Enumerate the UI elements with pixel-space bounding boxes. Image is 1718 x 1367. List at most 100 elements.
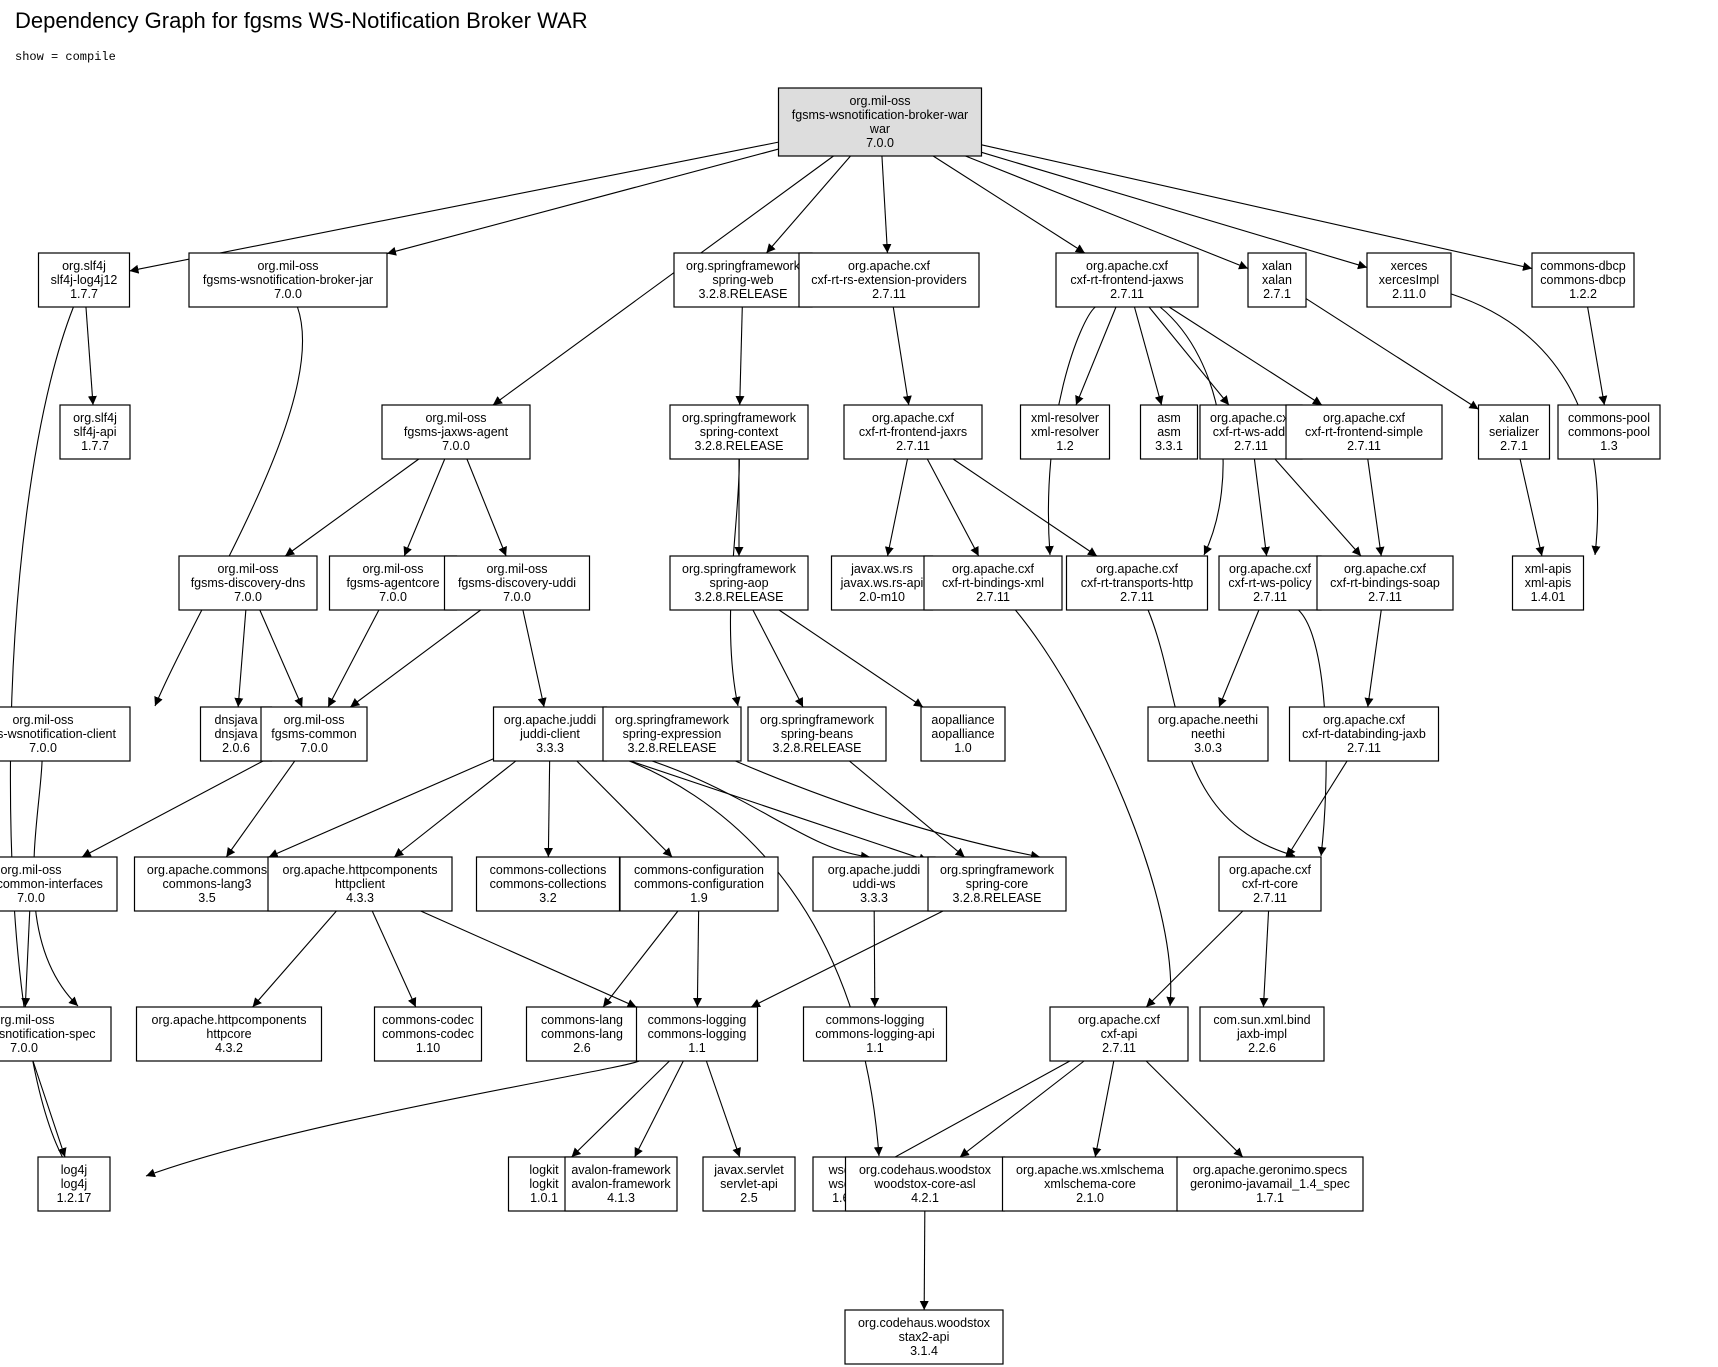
node-cxf-simple: org.apache.cxfcxf-rt-frontend-simple2.7.…: [1285, 404, 1443, 460]
edge-cxf-jaxb-to-cxf-core: [1286, 760, 1348, 858]
node-label-line: xml-resolver: [1031, 425, 1099, 439]
node-label-line: 4.3.2: [215, 1041, 243, 1055]
node-label-line: 2.7.11: [1368, 590, 1402, 604]
node-label-line: fgsms-jaxws-agent: [404, 425, 509, 439]
node-label-line: xml-resolver: [1031, 411, 1099, 425]
node-box: [1001, 1156, 1179, 1212]
node-label-line: aopalliance: [931, 713, 994, 727]
node-label-line: org.apache.cxf: [1086, 259, 1169, 273]
node-label-line: 2.7.11: [872, 287, 906, 301]
node-box: [328, 555, 458, 611]
node-box: [747, 706, 887, 762]
node-box: [1199, 1006, 1325, 1062]
node-label-line: 2.7.1: [1500, 439, 1528, 453]
node-label-line: 7.0.0: [29, 741, 57, 755]
edge-configuration-to-logging: [692, 910, 702, 1008]
node-label-line: fgsms-agentcore: [346, 576, 439, 590]
node-label-line: org.codehaus.woodstox: [858, 1316, 991, 1330]
edge-cxf-core-to-jaxb-impl: [1259, 910, 1270, 1008]
edge-xalan-to-serializer: [1305, 298, 1479, 410]
edge-root-to-dbcp: [981, 144, 1533, 271]
edge-dbcp-to-pool: [1587, 306, 1608, 406]
node-label-line: 2.2.6: [1248, 1041, 1276, 1055]
node-box: [188, 252, 388, 308]
edge-cxf-jaxws-to-xml-resolver: [1075, 306, 1117, 406]
node-label-line: avalon-framework: [571, 1177, 671, 1191]
node-label-line: cxf-rt-frontend-jaxws: [1070, 273, 1183, 287]
edge-root-to-xerces: [981, 151, 1368, 270]
node-label-line: org.apache.cxf: [1344, 562, 1427, 576]
node-label-line: org.apache.cxf: [952, 562, 1035, 576]
node-box: [381, 404, 531, 460]
node-box: [702, 1156, 796, 1212]
node-broker-jar: org.mil-ossfgsms-wsnotification-broker-j…: [188, 252, 388, 308]
node-label-line: 3.5: [198, 891, 215, 905]
node-label-line: fgsms-discovery-uddi: [458, 576, 576, 590]
node-box: [1065, 555, 1209, 611]
edge-discovery-uddi-to-juddi-client: [522, 609, 547, 708]
node-label-line: 2.7.11: [1347, 439, 1381, 453]
node-label-line: 2.7.11: [976, 590, 1010, 604]
edge-spring-core-to-logging: [750, 910, 944, 1008]
node-cxf-rs-ext: org.apache.cxfcxf-rt-rs-extension-provid…: [798, 252, 980, 308]
node-label-line: org.apache.cxf: [1323, 411, 1406, 425]
node-label-line: org.apache.ws.xmlschema: [1016, 1163, 1164, 1177]
node-box: [1531, 252, 1635, 308]
node-label-line: org.springframework: [686, 259, 801, 273]
node-label-line: org.springframework: [682, 411, 797, 425]
edge-cxf-rs-ext-to-cxf-jaxrs: [892, 306, 912, 406]
edge-discovery-dns-to-fgsms-common: [259, 609, 303, 708]
node-label-line: commons-lang: [541, 1013, 623, 1027]
node-label-line: neethi: [1191, 727, 1225, 741]
node-box: [777, 87, 983, 157]
node-label-line: woodstox-core-asl: [873, 1177, 975, 1191]
node-spring-beans: org.springframeworkspring-beans3.2.8.REL…: [747, 706, 887, 762]
node-label-line: uddi-ws: [852, 877, 895, 891]
node-box: [135, 1006, 323, 1062]
edge-woodstox-to-stax2: [919, 1210, 929, 1311]
node-box: [798, 252, 980, 308]
node-label-line: org.apache.cxf: [1229, 863, 1312, 877]
node-configuration: commons-configurationcommons-configurati…: [619, 856, 779, 912]
node-box: [920, 706, 1006, 762]
edge-cxf-soap-to-cxf-jaxb: [1364, 609, 1382, 708]
edge-cxf-jaxrs-to-jaxrs-api: [884, 458, 908, 557]
node-label-line: org.apache.neethi: [1158, 713, 1258, 727]
edge-cxf-api-to-javamail: [1145, 1060, 1244, 1158]
node-label-line: cxf-rt-frontend-simple: [1305, 425, 1423, 439]
node-label-line: com.sun.xml.bind: [1213, 1013, 1310, 1027]
edge-root-to-slf4j-log4j12: [129, 141, 779, 274]
node-label-line: 2.7.11: [1110, 287, 1144, 301]
node-label-line: 1.0.1: [530, 1191, 558, 1205]
node-box: [1139, 404, 1199, 460]
node-label-line: org.slf4j: [73, 411, 117, 425]
node-label-line: commons-lang3: [163, 877, 252, 891]
node-box: [844, 1156, 1006, 1212]
node-box: [1218, 555, 1322, 611]
node-cxf-jaxws: org.apache.cxfcxf-rt-frontend-jaxws2.7.1…: [1055, 252, 1199, 308]
node-root: org.mil-ossfgsms-wsnotification-broker-w…: [777, 87, 983, 157]
node-label-line: commons-pool: [1568, 425, 1650, 439]
node-collections: commons-collectionscommons-collections3.…: [475, 856, 621, 912]
node-wsn-spec: org.mil-ossfgsms-wsnotification-spec7.0.…: [0, 1006, 112, 1062]
node-label-line: commons-logging: [826, 1013, 925, 1027]
edge-cxf-jaxws-to-cxf-bind-xml: [1044, 306, 1096, 556]
node-box: [1557, 404, 1661, 460]
node-label-line: spring-beans: [781, 727, 853, 741]
node-label-line: 7.0.0: [503, 590, 531, 604]
